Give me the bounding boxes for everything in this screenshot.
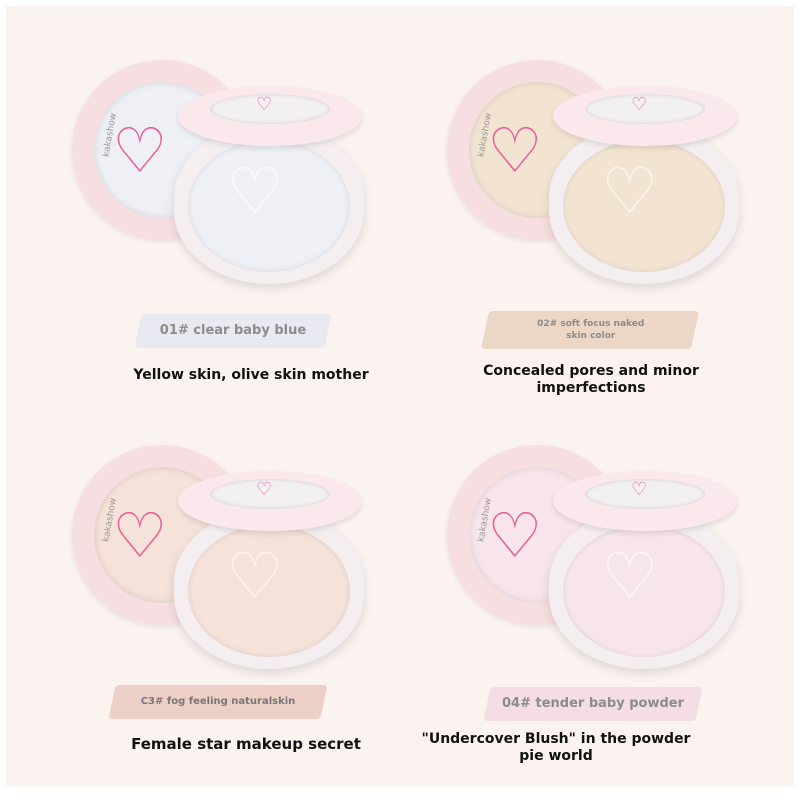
compact-lid: ♡ (178, 471, 362, 531)
closed-compact: ♡ (549, 509, 739, 669)
shade-swatch: 01# clear baby blue (134, 314, 332, 348)
heart-emboss-icon: ♡ (601, 540, 659, 614)
shade-01-panel: ♡kakashow ♡ ♡ 01# clear baby blue Yellow… (6, 6, 406, 396)
heart-logo-icon: ♡ (112, 114, 168, 187)
closed-compact: ♡ (549, 124, 739, 284)
shade-caption: Female star makeup secret (131, 735, 361, 753)
product-image: ♡kakashow ♡ ♡ 01# clear baby blue Yellow… (6, 6, 794, 786)
compact-lid: ♡ (553, 471, 737, 531)
closed-compact: ♡ (174, 124, 364, 284)
heart-logo-icon: ♡ (112, 499, 168, 572)
closed-compact: ♡ (174, 509, 364, 669)
shade-label: C3# fog feeling naturalskin (140, 696, 296, 707)
shade-swatch: 04# tender baby powder (483, 687, 703, 721)
shade-02-panel: ♡kakashow ♡ ♡ 02# soft focus naked skin … (381, 6, 781, 396)
heart-logo-icon: ♡ (487, 499, 543, 572)
compact-lid: ♡ (178, 86, 362, 146)
heart-emboss-icon: ♡ (601, 155, 659, 229)
heart-icon: ♡ (256, 94, 273, 115)
heart-icon: ♡ (631, 479, 648, 500)
shade-03-panel: ♡kakashow ♡ ♡ C3# fog feeling naturalski… (6, 391, 406, 781)
shade-04-panel: ♡kakashow ♡ ♡ 04# tender baby powder "Un… (381, 391, 781, 781)
heart-emboss-icon: ♡ (226, 540, 284, 614)
heart-emboss-icon: ♡ (226, 155, 284, 229)
heart-logo-icon: ♡ (487, 114, 543, 187)
heart-icon: ♡ (256, 479, 273, 500)
heart-icon: ♡ (631, 94, 648, 115)
shade-caption: Concealed pores and minor imperfections (483, 363, 699, 396)
shade-label: 04# tender baby powder (501, 696, 685, 711)
compact-lid: ♡ (553, 86, 737, 146)
shade-label: 02# soft focus naked skin color (537, 319, 645, 341)
shade-caption: "Undercover Blush" in the powder pie wor… (421, 731, 691, 764)
shade-caption: Yellow skin, olive skin mother (133, 367, 369, 383)
shade-swatch: C3# fog feeling naturalskin (108, 685, 328, 719)
shade-label: 01# clear baby blue (159, 323, 307, 338)
shade-swatch: 02# soft focus naked skin color (480, 311, 700, 349)
